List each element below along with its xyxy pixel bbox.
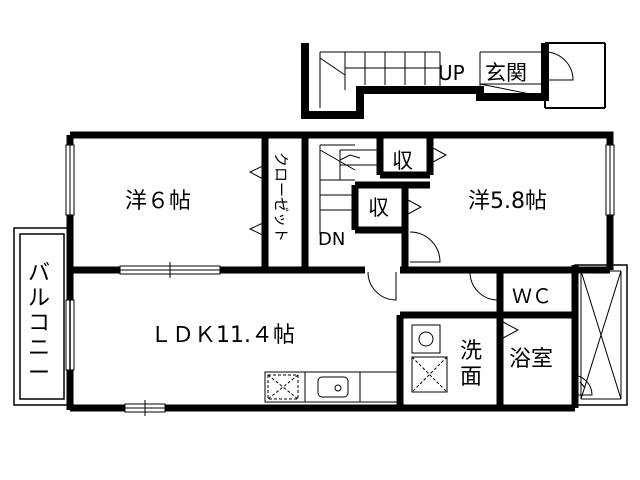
bathroom-label: 浴室 <box>509 347 553 372</box>
up-stair-treads <box>319 51 440 108</box>
down-stair-treads <box>319 144 380 235</box>
balcony-outline <box>13 227 71 406</box>
unit-bath-annex <box>574 264 628 406</box>
storage-label-upper: 収 <box>392 149 413 173</box>
washbasin <box>411 324 448 393</box>
western-room-5-8-label: 洋5.8帖 <box>468 189 547 214</box>
balcony-label-4: ニ <box>28 336 50 361</box>
balcony-label-5: ー <box>28 361 50 386</box>
entrance-annex <box>301 42 606 119</box>
kitchen-counter <box>264 371 401 403</box>
storage-label-lower: 収 <box>368 196 389 220</box>
windows <box>65 144 615 416</box>
washroom-label-2: 面 <box>460 365 482 390</box>
storage-door-marks <box>407 147 448 215</box>
up-stair-label: UP <box>438 61 465 85</box>
down-stair-label: DN <box>318 229 345 250</box>
washroom-label-1: 洗 <box>460 339 482 364</box>
entrance-door-swing <box>544 51 574 81</box>
ldk-label: ＬＤＫ11.４帖 <box>150 323 295 348</box>
western-room-6-label: 洋６帖 <box>125 189 191 214</box>
closet-door-marks <box>248 164 266 237</box>
entrance-label: 玄関 <box>485 61 527 85</box>
door-swings <box>367 231 593 396</box>
balcony-label-2: ル <box>28 286 50 311</box>
closet-label: クローゼット <box>272 152 290 242</box>
balcony-label-1: バ <box>28 261 50 286</box>
balcony-label-3: コ <box>28 311 50 336</box>
wc-label: ＷＣ <box>512 284 552 308</box>
